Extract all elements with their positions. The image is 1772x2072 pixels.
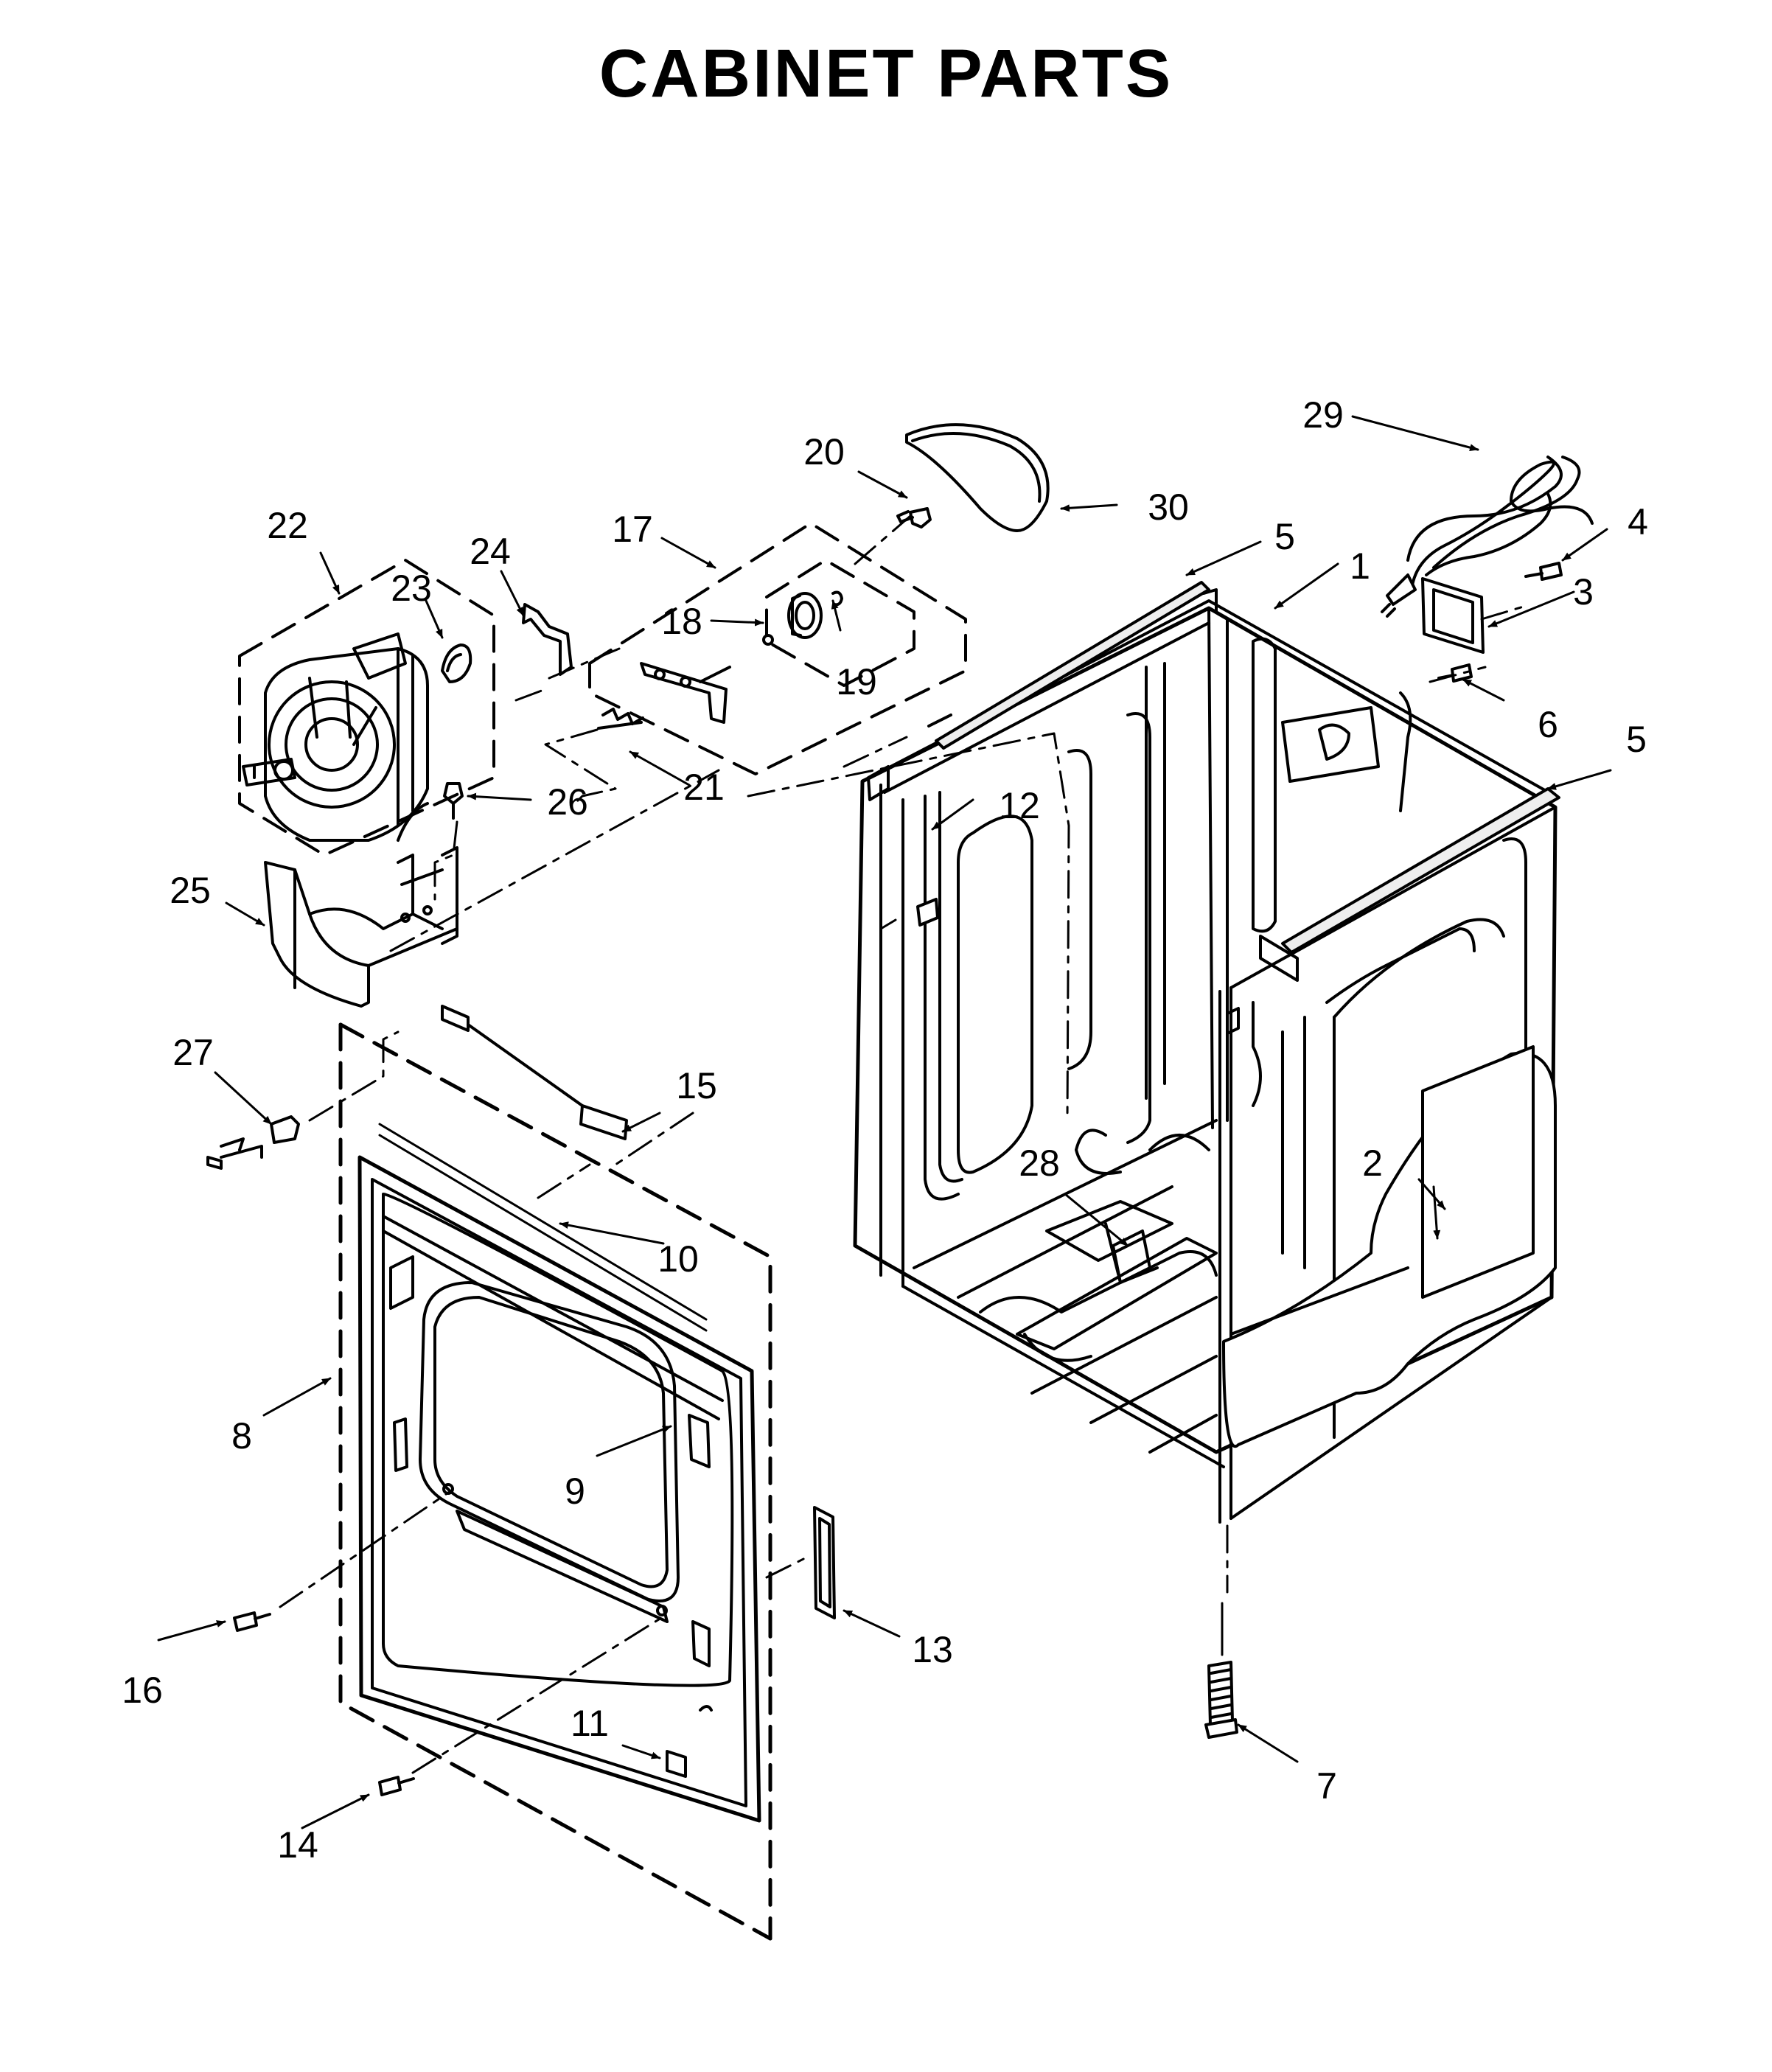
part-label-4: 4 [1628,501,1648,543]
part-label-12: 12 [999,785,1040,826]
drive-motor-part [242,632,429,842]
part-label-26: 26 [547,781,588,823]
page-title: CABINET PARTS [599,36,1173,111]
part-label-6: 6 [1538,704,1558,745]
part-label-18: 18 [661,601,702,642]
part-label-5b: 5 [1626,719,1647,760]
rating-plate-part [666,1750,687,1778]
part-label-30: 30 [1148,486,1189,528]
part-label-20: 20 [803,431,845,472]
idler-spring-part [597,708,644,730]
motor-switch-bracket-part [522,603,573,676]
part-label-21: 21 [683,767,725,808]
grommet-part [1112,1229,1151,1284]
door-strike-part [813,1506,836,1619]
idler-screw-part [896,507,932,529]
part-label-14: 14 [277,1824,318,1866]
assembly-lines [279,514,1527,1774]
part-labels: 1 2 3 4 5 5 6 7 8 9 10 11 12 13 14 15 16… [122,394,1648,1866]
cover-screw-part [1524,562,1563,581]
part-label-7: 7 [1316,1765,1337,1807]
part-label-23: 23 [391,568,432,609]
part-label-13: 13 [912,1629,953,1670]
idler-pulley-part [787,592,823,639]
power-cord-part [1381,456,1594,618]
front-panel-part [357,1123,761,1823]
part-label-29: 29 [1302,394,1344,436]
front-group-outline [338,1022,772,1941]
part-label-24: 24 [470,531,511,572]
terminal-block-cover-part [1421,577,1485,654]
part-label-25: 25 [170,870,211,911]
motor-mount-part [264,846,458,1008]
part-label-28: 28 [1019,1143,1060,1184]
part-label-1: 1 [1350,545,1370,587]
front-panel-screw-part [233,1611,271,1632]
part-label-8: 8 [231,1415,252,1457]
part-label-11: 11 [571,1703,609,1744]
part-label-19: 19 [836,661,877,702]
leveling-leg-part [1204,1661,1238,1739]
part-label-10: 10 [657,1238,699,1280]
part-label-3: 3 [1573,571,1594,613]
motor-group-outline [238,559,495,857]
wire-harness-part [441,1005,628,1140]
part-label-5a: 5 [1274,516,1295,557]
part-label-15: 15 [676,1065,717,1106]
lower-panel-screw-part [378,1776,415,1796]
motor-mount-screw-part [443,782,464,820]
idler-bracket-part [640,662,731,724]
part-label-17: 17 [612,509,653,550]
belt-switch-part [206,1115,300,1170]
callout-arrows [157,415,1612,1829]
part-label-2: 2 [1362,1143,1383,1184]
part-label-27: 27 [172,1032,214,1073]
part-label-16: 16 [122,1670,163,1711]
part-label-22: 22 [267,505,308,546]
motor-clip-part [441,643,472,683]
idler-group-outline [588,522,967,775]
part-label-9: 9 [565,1471,585,1512]
door-switch-part [916,898,939,927]
cabinet-part [853,581,1560,1524]
drum-belt-part [905,423,1050,532]
